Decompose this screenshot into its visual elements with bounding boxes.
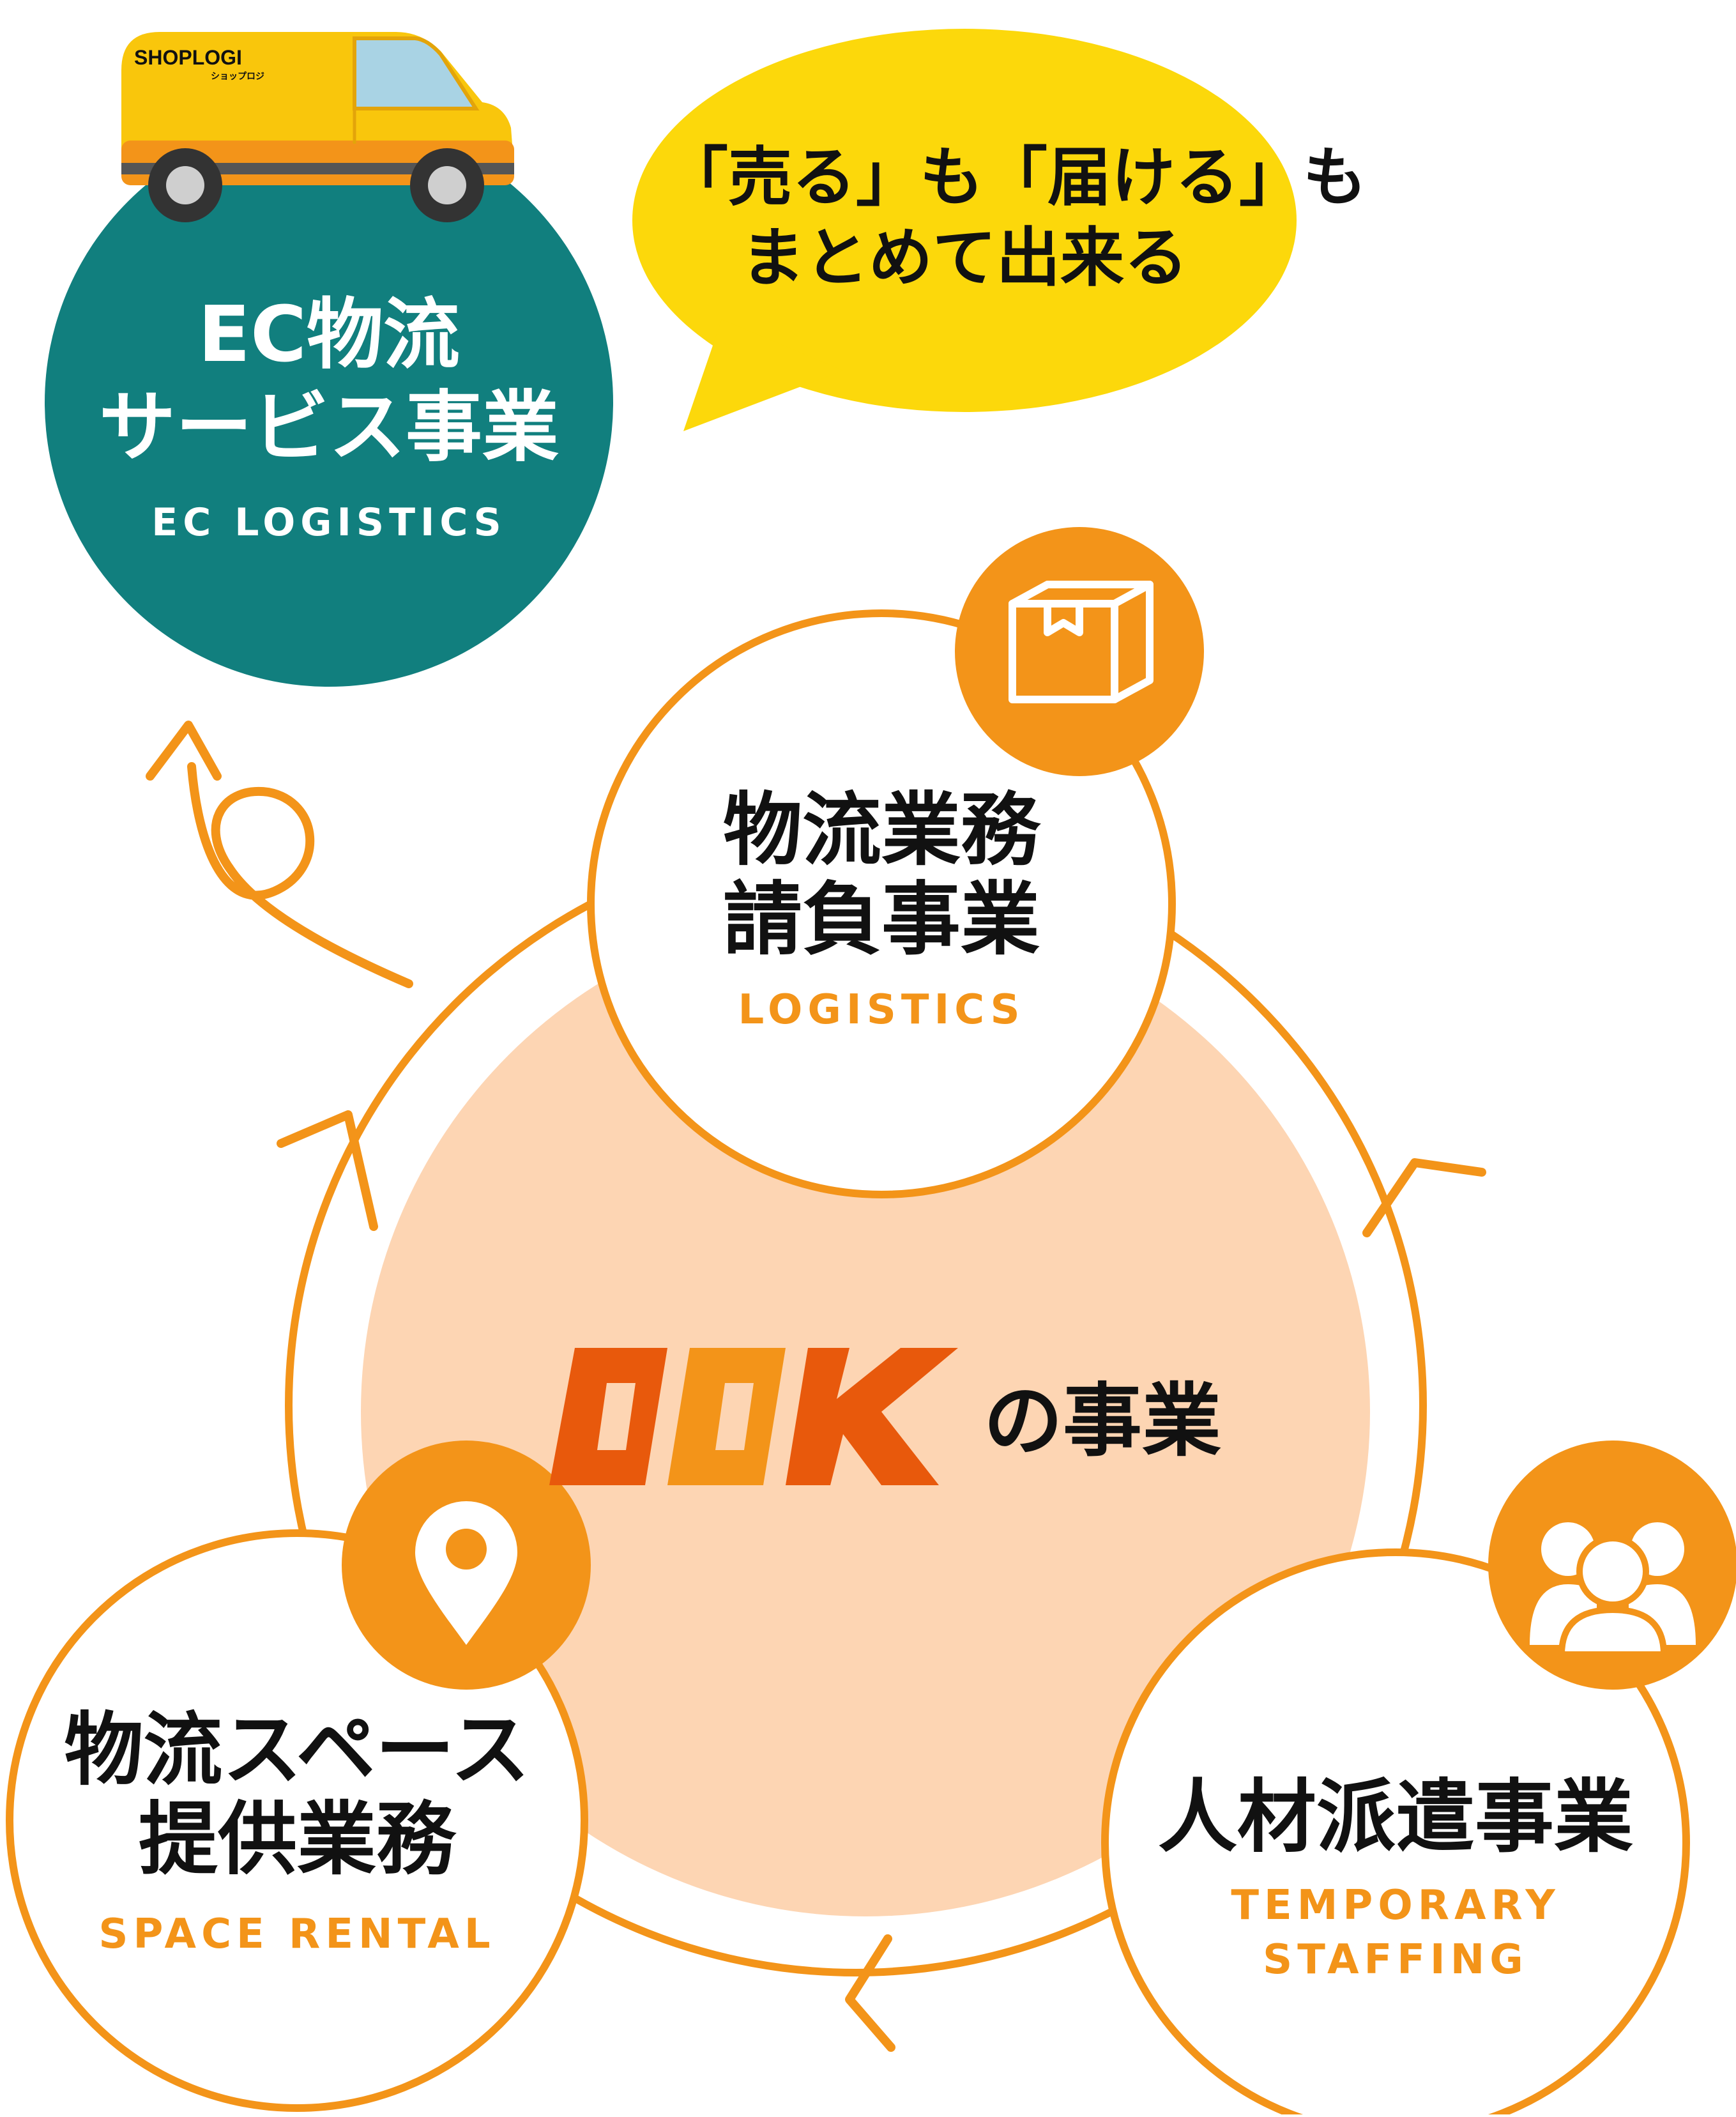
bubble-line2: まとめて出来る — [741, 220, 1188, 295]
logistics-subtitle: LOGISTICS — [738, 986, 1025, 1034]
arrow-left-up — [277, 1110, 378, 1231]
staffing-subtitle-line1: TEMPORARY — [1231, 1882, 1560, 1929]
staffing-circle — [1101, 1548, 1690, 2117]
space-subtitle: SPACE RENTAL — [98, 1911, 496, 1958]
ec-subtitle: EC LOGISTICS — [151, 500, 506, 545]
space-title-line2: 提供業務 — [138, 1794, 455, 1886]
logistics-title-line2: 請負事業 — [722, 874, 1040, 966]
bubble-line1: 「売る」も「届ける」も — [664, 140, 1367, 215]
location-pin-icon — [415, 1501, 517, 1645]
people-group-icon — [1530, 1522, 1696, 1658]
arrow-bottom-left — [845, 1934, 895, 2052]
logistics-title-line1: 物流業務 — [722, 784, 1040, 876]
van-brand-kana: ショップロジ — [211, 71, 264, 81]
cycle-arrows — [277, 1110, 1486, 2052]
ec-title-line2: サービス事業 — [99, 383, 559, 472]
arrow-right-up — [1362, 1158, 1486, 1237]
speech-bubble — [632, 29, 1297, 431]
space-title-line1: 物流スペース — [64, 1704, 530, 1796]
center-suffix: の事業 — [984, 1375, 1222, 1467]
ec-title-line1: EC物流 — [197, 291, 461, 379]
logistics-icon-badge — [955, 527, 1204, 776]
delivery-van-icon — [121, 32, 514, 222]
loop-arrow — [146, 721, 413, 988]
staffing-subtitle-line2: STAFFING — [1263, 1936, 1528, 1983]
ec-logistics-circle — [45, 118, 613, 687]
van-brand-label: SHOPLOGI — [134, 46, 242, 69]
odk-logo — [549, 1348, 958, 1485]
box-icon — [1009, 581, 1154, 703]
staffing-title: 人材派遣事業 — [1157, 1771, 1633, 1863]
